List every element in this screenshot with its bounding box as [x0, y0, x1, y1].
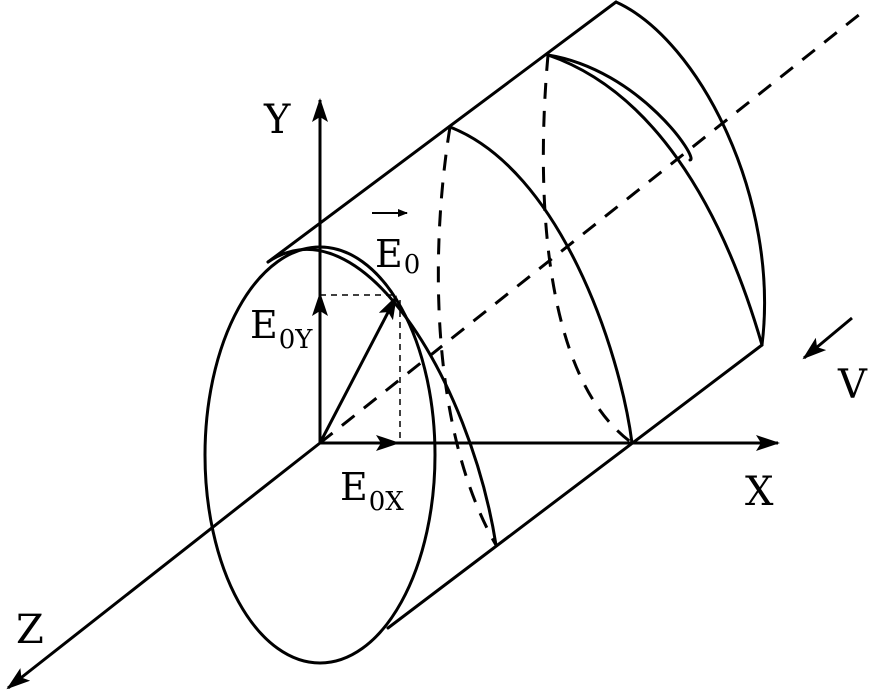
section-end-front — [614, 0, 767, 347]
x-axis-label: X — [745, 469, 774, 515]
e0y-label: E0Y — [250, 303, 313, 355]
e0-label: E0 — [375, 232, 420, 280]
section-2-hidden — [541, 54, 633, 445]
velocity-label: V — [837, 362, 868, 408]
propagation-axis-dashed — [319, 12, 861, 445]
e0x-label: E0X — [340, 465, 404, 517]
e0x-main: E — [340, 465, 368, 509]
e0y-main: E — [250, 303, 278, 347]
cylinder-bottom-edge — [386, 343, 764, 630]
y-axis-label: Y — [263, 97, 291, 143]
section-2-front — [448, 125, 634, 445]
e0-subscript: 0 — [404, 250, 421, 280]
section-3-lower — [546, 53, 764, 347]
section-1-hidden — [436, 126, 498, 546]
section-3-front — [546, 53, 693, 162]
section-1-front — [266, 248, 498, 547]
e0y-subscript: 0Y — [279, 325, 314, 355]
e0-main: E — [375, 232, 403, 276]
z-axis — [6, 441, 321, 690]
e0-vector-arrow — [318, 295, 398, 444]
z-axis-label: Z — [16, 607, 44, 653]
velocity-arrow — [802, 316, 853, 360]
e0x-subscript: 0X — [369, 487, 405, 517]
cylinder-top-edge — [266, 0, 618, 264]
